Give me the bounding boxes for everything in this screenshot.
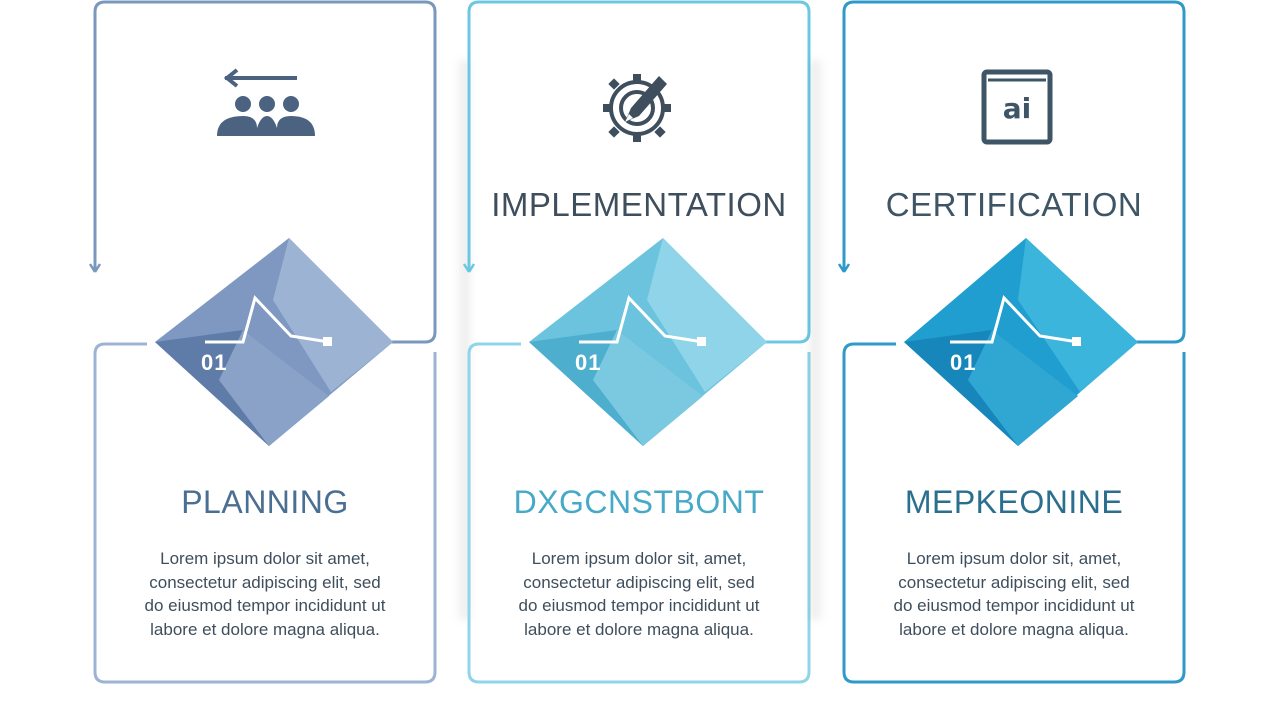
step-top-title: IMPLEMENTATION xyxy=(491,186,787,223)
step-bottom-title: DXGCNSTBONT xyxy=(513,484,765,520)
team-arrow-icon xyxy=(217,68,315,136)
step-description: Lorem ipsum dolor sit, amet, consectetur… xyxy=(518,549,760,639)
step-description: Lorem ipsum dolor sit, amet, consectetur… xyxy=(893,549,1135,639)
step-number: 01 xyxy=(950,350,977,375)
gear-pencil-icon xyxy=(603,74,671,142)
step-implementation: IMPLEMENTATION 01 DXGCNSTBONT Lorem ipsu… xyxy=(462,0,811,686)
step-frame xyxy=(837,0,1186,684)
step-bottom-title: MEPKEONINE xyxy=(904,484,1124,520)
step-description: Lorem ipsum dolor sit amet, consectetur … xyxy=(144,549,386,639)
step-frame xyxy=(462,0,811,684)
step-certification: ai CERTIFICATION 01 MEPKEONINE Lorem ips… xyxy=(837,0,1186,686)
certificate-icon: ai xyxy=(981,69,1053,145)
step-planning: 01 PLANNING Lorem ipsum dolor sit amet, … xyxy=(88,0,437,686)
step-frame xyxy=(88,0,437,684)
svg-text:ai: ai xyxy=(1003,92,1032,125)
step-number: 01 xyxy=(575,350,602,375)
step-number: 01 xyxy=(201,350,228,375)
step-top-title: CERTIFICATION xyxy=(885,186,1143,223)
step-bottom-title: PLANNING xyxy=(181,484,349,520)
